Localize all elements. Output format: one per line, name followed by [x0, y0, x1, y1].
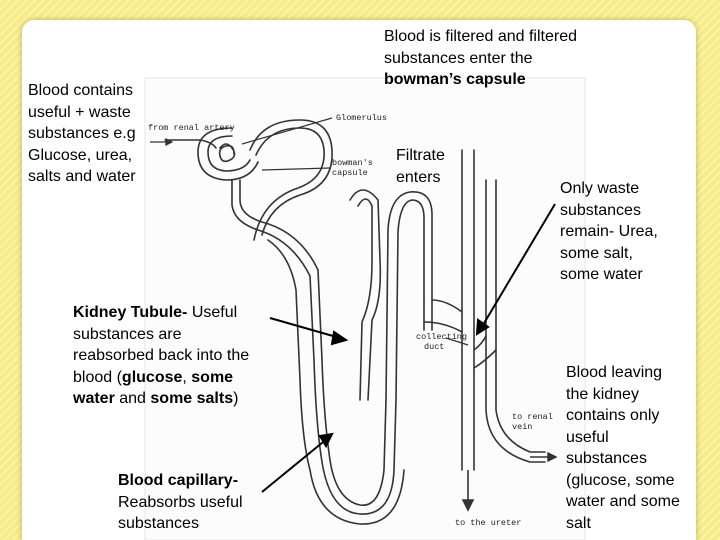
filtrate-label: Filtrate enters [396, 147, 445, 186]
bowmans-pointer [261, 167, 331, 171]
label-collecting-1: collecting [416, 332, 468, 342]
label-ureter: to the ureter [455, 518, 522, 528]
filtered-label: Blood is filtered and filtered substance… [384, 28, 577, 88]
tubule-arrow [269, 317, 341, 339]
label-renal-artery: from renal artery [148, 123, 235, 133]
blood-capillary [267, 239, 405, 525]
label-bowmans-1: bowman's [332, 158, 373, 168]
waste-arrow [479, 203, 556, 331]
label-bowmans-2: capsule [332, 168, 368, 178]
blood-contains-label: Blood contains useful + waste substances… [28, 82, 136, 185]
collecting-pointer [445, 337, 469, 346]
renal-vein-arrow [530, 451, 558, 463]
glomerulus-pointer [241, 117, 333, 145]
blood-leaving-label: Blood leaving the kidney contains only u… [566, 364, 680, 532]
label-renal-vein-1: to renal [512, 412, 553, 422]
only-waste-label: Only waste substances remain- Urea, some… [560, 180, 658, 283]
label-renal-vein-2: vein [512, 422, 533, 432]
renal-vein-vessel [485, 179, 546, 463]
kidney-tubule-label: Kidney Tubule- Useful substances are rea… [73, 304, 250, 407]
glomerulus-knot [218, 143, 236, 163]
label-collecting-2: duct [424, 342, 445, 352]
capillary-arrow [261, 437, 329, 493]
bowmans-capsule [197, 127, 259, 181]
ureter-arrow [461, 470, 475, 512]
diagram-area [144, 77, 586, 540]
blood-capillary-label: Blood capillary- Reabsorbs useful substa… [118, 472, 243, 532]
label-glomerulus: Glomerulus [336, 113, 388, 123]
